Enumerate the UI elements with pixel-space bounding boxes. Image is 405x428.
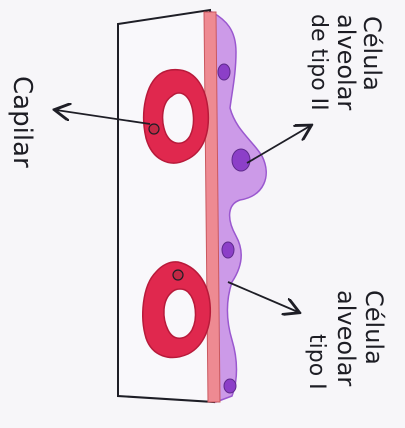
capillary-bottom-nucleus: [173, 270, 183, 280]
nucleus-type2: [232, 149, 250, 171]
capillary-top-nucleus: [149, 124, 159, 134]
arrow-type1: [228, 282, 298, 312]
label-type2-line2: alveolar: [332, 14, 360, 110]
arrow-type2: [247, 126, 310, 163]
label-type1-line1: Célula: [360, 290, 388, 365]
label-type2-line1: Célula: [358, 16, 386, 91]
label-type2-line3: de tipo II: [306, 14, 331, 111]
nucleus-top: [218, 64, 230, 80]
label-capilar: Capilar: [7, 76, 37, 168]
label-type1-line2: alveolar: [332, 290, 360, 386]
nucleus-bottom: [224, 379, 236, 393]
label-type1-line3: tipo I: [304, 334, 329, 390]
nucleus-middle: [222, 242, 234, 258]
